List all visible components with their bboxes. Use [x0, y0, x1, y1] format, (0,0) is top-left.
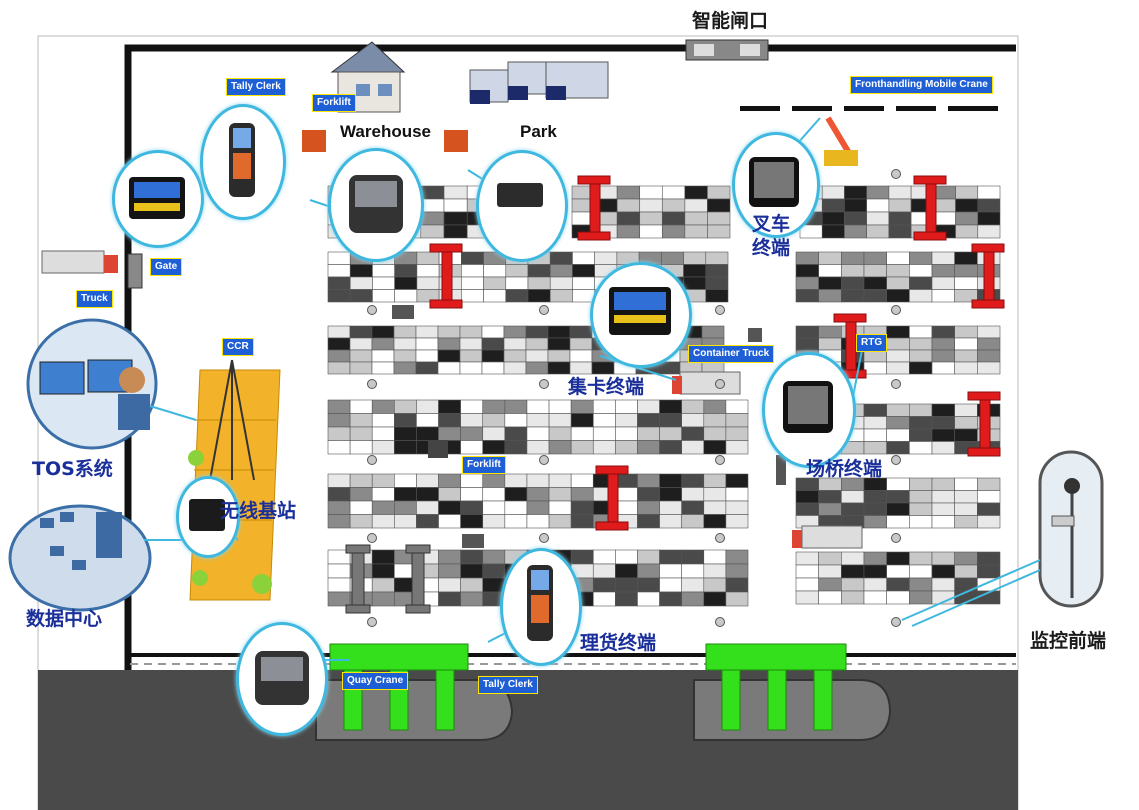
label-park: Park: [520, 122, 557, 141]
yard-marker-icon: [367, 533, 377, 543]
yard-marker-icon: [539, 533, 549, 543]
label-data-center: 数据中心: [26, 608, 103, 630]
handheld-icon-bottom: [527, 565, 553, 641]
label-tos-system: TOS系统: [32, 458, 113, 480]
tag-rtg: RTG: [856, 334, 888, 352]
tag-container-truck: Container Truck: [688, 345, 775, 363]
tally-handheld-bubble-bottom: [500, 548, 582, 666]
tag-tally-clerk-bottom: Tally Clerk: [478, 676, 538, 694]
tag-tally-clerk-top: Tally Clerk: [226, 78, 286, 96]
label-warehouse: Warehouse: [340, 122, 432, 141]
label-monitoring: 监控前端: [1030, 630, 1107, 652]
rtg-terminal-bubble: [762, 352, 856, 468]
yard-marker-icon: [539, 379, 549, 389]
quay-crane-terminal-bubble: [236, 622, 328, 736]
tag-truck: Truck: [76, 290, 113, 308]
yard-marker-icon: [715, 305, 725, 315]
truck-terminal-bubble: [590, 262, 692, 368]
yard-marker-icon: [891, 617, 901, 627]
surveillance-pole: [1038, 450, 1104, 608]
yard-marker-icon: [367, 617, 377, 627]
gate-terminal-icon: [129, 177, 185, 219]
tag-gate: Gate: [150, 258, 183, 276]
fronthandling-crane: [824, 116, 858, 166]
tos-center: [8, 318, 158, 612]
tag-quay-crane: Quay Crane: [342, 672, 409, 690]
handheld-icon: [229, 123, 255, 197]
yard-marker-icon: [715, 617, 725, 627]
gate-pillar: [127, 253, 143, 289]
warehouse-building: [330, 41, 406, 113]
tag-ccr: CCR: [222, 338, 254, 356]
forklifts: [302, 130, 468, 458]
tag-forklift-top: Forklift: [312, 94, 356, 112]
parked-trucks: [469, 61, 609, 104]
router-icon: [497, 183, 543, 207]
ship-right: [693, 679, 892, 741]
label-forklift-terminal: 叉车 终端: [752, 213, 791, 259]
tag-fronthandling: Fronthandling Mobile Crane: [850, 76, 993, 94]
rtg-monitor-icon: [783, 381, 833, 433]
label-truck-terminal: 集卡终端: [568, 376, 645, 398]
truck-terminal-icon: [609, 287, 671, 335]
straddle-carriers: [345, 544, 431, 614]
label-wireless-base: 无线基站: [220, 500, 297, 522]
label-tally-terminal: 理货终端: [580, 632, 657, 654]
yard-marker-icon: [539, 305, 549, 315]
monitor-icon: [749, 157, 799, 207]
yard-marker-icon: [891, 305, 901, 315]
yard-marker-icon: [891, 379, 901, 389]
park-device-bubble: [476, 150, 568, 262]
yard-marker-icon: [891, 455, 901, 465]
yard-marker-icon: [891, 169, 901, 179]
wireless-base-bubble: [176, 476, 240, 558]
yard-marker-icon: [539, 455, 549, 465]
gate-terminal-bubble: [112, 150, 204, 248]
base-station-icon: [189, 499, 225, 531]
yard-marker-icon: [715, 379, 725, 389]
forklift-monitor-bubble: [732, 132, 820, 238]
label-rtg-terminal: 场桥终端: [806, 458, 883, 480]
tally-handheld-bubble-top: [200, 104, 286, 220]
smart-gate: [685, 39, 769, 61]
yard-marker-icon: [367, 379, 377, 389]
rtg-cranes: [429, 175, 1005, 531]
tag-forklift-mid: Forklift: [462, 456, 506, 474]
yard-marker-icon: [367, 305, 377, 315]
perimeter-wall: [124, 44, 1016, 670]
yard-marker-icon: [715, 455, 725, 465]
forklift-terminal-icon: [349, 175, 403, 233]
quay-terminal-icon: [255, 651, 309, 705]
yard-marker-icon: [715, 533, 725, 543]
container-trucks: [41, 250, 863, 549]
yard-vehicles: [392, 305, 786, 548]
forklift-terminal-bubble: [328, 148, 424, 262]
yard-marker-icon: [891, 533, 901, 543]
crane-track: [740, 106, 998, 111]
label-smart-gate: 智能闸口: [692, 10, 769, 32]
yard-marker-icon: [367, 455, 377, 465]
